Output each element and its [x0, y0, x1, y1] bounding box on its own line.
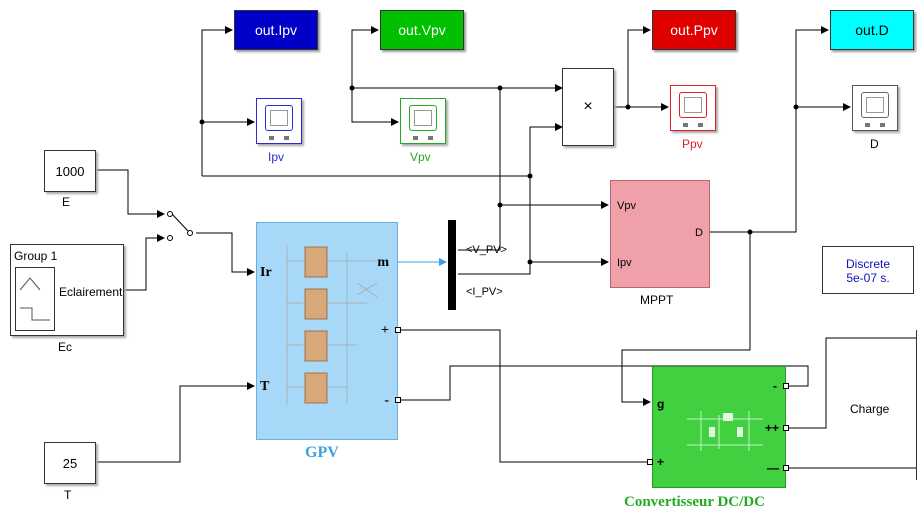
- gpv-minus-terminal[interactable]: [395, 397, 401, 403]
- wire-conv-out-plus: [786, 337, 923, 429]
- constant-irradiance-label: E: [62, 195, 71, 209]
- wire-vpv-scope: [351, 88, 399, 126]
- converter-port-out-minus: —: [767, 461, 779, 475]
- converter-out-minus-terminal[interactable]: [783, 465, 789, 471]
- scope-ipv-label: Ipv: [268, 150, 285, 164]
- constant-temperature-label: T: [64, 488, 72, 502]
- signal-builder-block[interactable]: Group 1 Eclairement: [10, 244, 124, 336]
- wire-d-goto: [750, 26, 829, 233]
- scope-screen-icon: [265, 105, 293, 131]
- wire-vpv-goto: [351, 26, 379, 88]
- manual-switch: [167, 211, 193, 241]
- converter-label: Convertisseur DC/DC: [624, 494, 765, 510]
- signal-builder-label: Ec: [58, 340, 73, 354]
- converter-port-minus: -: [773, 379, 777, 393]
- mppt-port-d: D: [695, 227, 703, 239]
- goto-out-d[interactable]: out.D: [830, 10, 914, 50]
- wire-ppv-goto: [614, 26, 651, 108]
- converter-in-plus-terminal[interactable]: [647, 459, 653, 465]
- mppt-port-vpv: Vpv: [617, 200, 636, 212]
- scope-screen-icon: [861, 92, 889, 118]
- constant-irradiance-value: 1000: [55, 163, 85, 179]
- bus-selector-out2: <I_PV>: [466, 286, 503, 298]
- goto-out-vpv-label: out.Vpv: [398, 22, 446, 38]
- powergui-block[interactable]: Discrete 5e-07 s.: [822, 246, 914, 294]
- constant-temperature[interactable]: 25: [44, 442, 96, 484]
- gpv-port-ir: Ir: [260, 265, 272, 280]
- load-block-edge[interactable]: [916, 330, 923, 480]
- mppt-block[interactable]: Vpv Ipv D: [610, 180, 710, 288]
- powergui-line1: Discrete: [845, 257, 890, 271]
- wire-ipv-goto: [201, 26, 233, 176]
- scope-vpv[interactable]: [400, 98, 446, 144]
- gpv-plus-terminal[interactable]: [395, 327, 401, 333]
- wire-ipv-sel: [458, 176, 531, 275]
- wire-t-gpv: [96, 382, 255, 463]
- converter-port-g: g: [657, 397, 665, 411]
- wire-gpv-minus: [398, 365, 809, 401]
- converter-port-plus: +: [657, 455, 665, 469]
- scope-d-label: D: [870, 137, 879, 151]
- gpv-label: GPV: [305, 444, 339, 461]
- gpv-internal-icon: [286, 245, 378, 405]
- scope-screen-icon: [409, 105, 437, 131]
- wire-gpv-plus: [398, 329, 650, 463]
- gpv-port-plus: +: [381, 323, 389, 338]
- gpv-port-minus: -: [384, 393, 389, 408]
- constant-irradiance[interactable]: 1000: [44, 150, 96, 192]
- bus-selector[interactable]: [448, 220, 456, 310]
- converter-internal-icon: [687, 411, 763, 451]
- converter-port-out-plus: ++: [764, 421, 779, 435]
- goto-out-ipv[interactable]: out.Ipv: [234, 10, 318, 50]
- wire-d-out: [621, 231, 751, 406]
- scope-d[interactable]: [852, 85, 898, 131]
- gpv-port-t: T: [260, 379, 270, 394]
- wire-e-switch: [96, 169, 165, 218]
- scope-ppv[interactable]: [670, 85, 716, 131]
- goto-out-ipv-label: out.Ipv: [254, 22, 298, 38]
- gpv-block[interactable]: Ir T m + -: [256, 222, 398, 440]
- wire-ipv-main: [202, 123, 563, 177]
- wire-vpv-sel: [458, 88, 501, 251]
- gpv-port-m: m: [377, 255, 389, 270]
- product-symbol: ×: [583, 98, 593, 115]
- goto-out-d-label: out.D: [855, 22, 889, 38]
- scope-ppv-label: Ppv: [682, 137, 703, 151]
- goto-out-ppv[interactable]: out.Ppv: [652, 10, 736, 50]
- mppt-port-ipv: Ipv: [617, 257, 632, 269]
- scope-vpv-label: Vpv: [410, 150, 431, 164]
- powergui-line2: 5e-07 s.: [846, 271, 890, 285]
- constant-temperature-value: 25: [62, 455, 78, 471]
- mppt-label: MPPT: [640, 293, 674, 307]
- converter-out-plus-terminal[interactable]: [783, 425, 789, 431]
- scope-screen-icon: [679, 92, 707, 118]
- bus-selector-out1: <V_PV>: [466, 244, 507, 256]
- converter-in-minus-terminal[interactable]: [783, 383, 789, 389]
- converter-block[interactable]: g + - ++ —: [652, 366, 786, 488]
- goto-out-vpv[interactable]: out.Vpv: [380, 10, 464, 50]
- signal-builder-signal: Eclairement: [59, 285, 123, 299]
- goto-out-ppv-label: out.Ppv: [670, 22, 718, 38]
- wire-ec-switch: [124, 234, 165, 291]
- wire-switch-gpv: [196, 232, 255, 276]
- scope-ipv[interactable]: [256, 98, 302, 144]
- load-label: Charge: [850, 402, 890, 416]
- signal-builder-icon: [15, 267, 55, 331]
- signal-builder-title: Group 1: [14, 249, 58, 263]
- product-block[interactable]: ×: [562, 68, 614, 146]
